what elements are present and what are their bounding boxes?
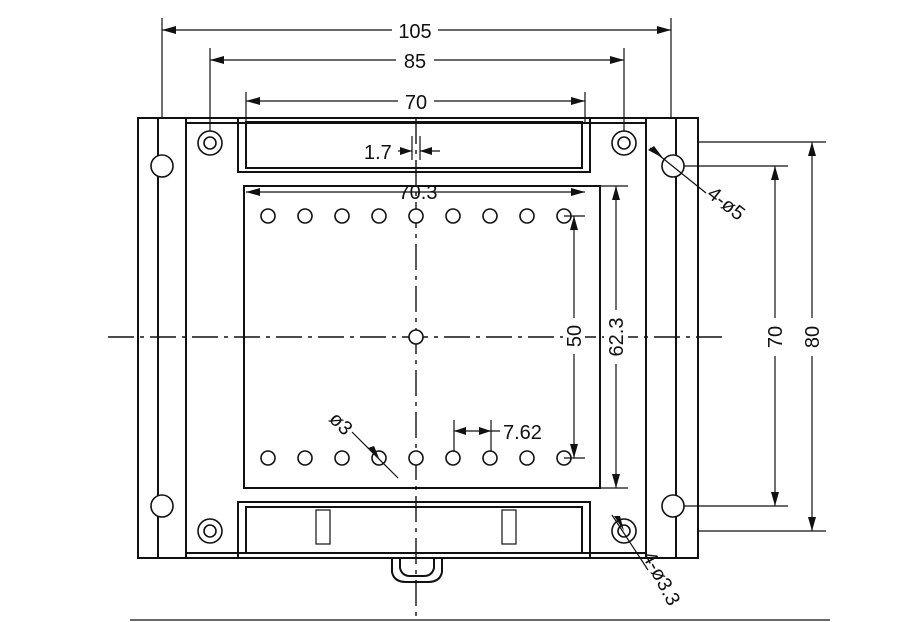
dim-70-3: 70.3 [246, 182, 585, 204]
terminal-hole [297, 450, 313, 466]
dim-105: 105 [162, 16, 671, 43]
dim-85: 85 [210, 46, 624, 73]
dim-label-70-right: 70 [765, 326, 787, 348]
dim-50: 50 [563, 216, 586, 458]
extension-lines [130, 18, 830, 621]
terminal-holes-bottom [260, 450, 572, 466]
dim-label-80: 80 [802, 326, 824, 348]
terminal-hole [519, 208, 535, 224]
top-terminal-slot [237, 117, 591, 173]
dim-70-right: 70 [763, 166, 787, 506]
terminal-hole [334, 450, 350, 466]
terminal-holes-top [260, 208, 572, 224]
terminal-hole [482, 450, 498, 466]
mount-holes [197, 130, 637, 544]
dim-label-62-3: 62.3 [606, 318, 628, 357]
center-hole [408, 329, 424, 345]
terminal-hole [445, 208, 461, 224]
dim-80: 80 [800, 142, 824, 531]
terminal-hole [260, 450, 276, 466]
terminal-hole [408, 450, 424, 466]
dim-label-50: 50 [564, 325, 586, 347]
terminal-hole [445, 450, 461, 466]
terminal-hole [482, 208, 498, 224]
din-clip [391, 558, 443, 583]
dim-label-70-top: 70 [405, 92, 427, 114]
dim-1-7: 1.7 [364, 136, 440, 164]
dim-62-3: 62.3 [604, 186, 628, 488]
terminal-hole [408, 208, 424, 224]
terminal-hole [260, 208, 276, 224]
dim-label-7-62: 7.62 [503, 422, 542, 444]
dim-7-62: 7.62 [454, 422, 542, 444]
terminal-hole [519, 450, 535, 466]
dim-label-105: 105 [398, 21, 431, 43]
bottom-terminal-slot [237, 501, 591, 559]
dim-label-85: 85 [404, 51, 426, 73]
callout-label-o3: ø3 [324, 408, 356, 440]
callout-terminal-holes: ø3 [324, 408, 399, 479]
terminal-hole [371, 208, 387, 224]
callout-label-4-o5: 4-ø5 [703, 183, 749, 226]
terminal-hole [334, 208, 350, 224]
dim-label-70-3: 70.3 [399, 182, 438, 204]
terminal-hole [297, 208, 313, 224]
callout-mount-holes: 4-ø3.3 [611, 514, 684, 609]
dim-70-top: 70 [246, 88, 585, 114]
dim-label-1-7: 1.7 [364, 142, 392, 164]
